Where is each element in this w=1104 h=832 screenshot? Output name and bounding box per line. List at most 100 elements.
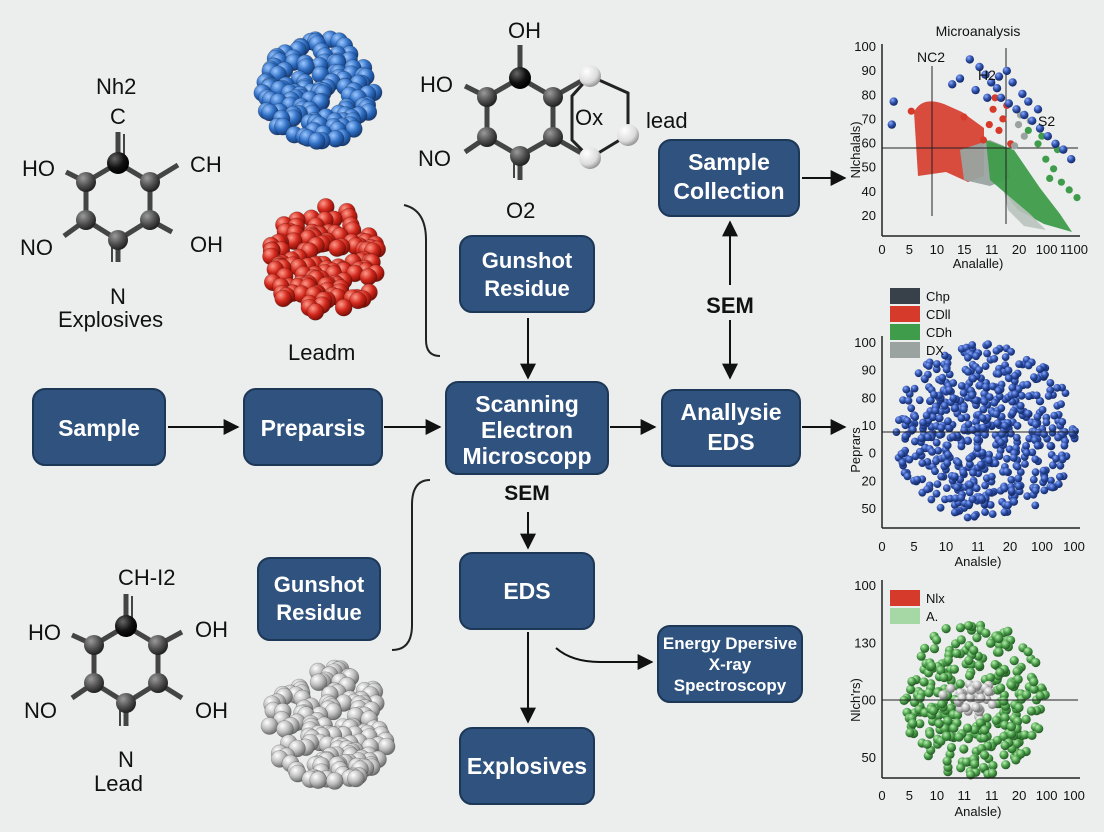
chart3-point xyxy=(1013,674,1023,685)
chart3-point xyxy=(971,702,981,713)
box-preparsis[interactable]: Preparsis xyxy=(243,388,383,466)
chart3-x-tick: 5 xyxy=(906,788,913,803)
chart3-point xyxy=(981,628,991,638)
chart1-area-shade xyxy=(1004,192,1046,230)
box-sample-collection[interactable]: Sample Collection xyxy=(658,139,800,217)
chart3-point xyxy=(943,716,953,726)
chart1-annotation-h2: H2 xyxy=(978,67,996,83)
chart2-point xyxy=(895,416,903,424)
chart3-point xyxy=(952,648,962,659)
chart3-point xyxy=(956,635,966,645)
box-gsr-top-line1: Gunshot xyxy=(482,248,573,273)
chart2-point xyxy=(1007,475,1016,484)
chart1-annotation-nc2: NC2 xyxy=(917,49,945,65)
chart3-point xyxy=(999,696,1009,706)
chart3-x-tick: 11 xyxy=(985,788,999,803)
chart1-point xyxy=(1024,126,1032,134)
chart3-point xyxy=(925,729,935,739)
chart3-y-tick: 100 xyxy=(854,578,876,593)
chart2-point xyxy=(1047,476,1055,485)
chart1-point xyxy=(1014,121,1023,129)
chart3-point xyxy=(1006,680,1017,690)
chart3-point xyxy=(979,762,989,773)
chart3-point xyxy=(906,684,916,695)
chart1-ylabel: Nlchalals) xyxy=(848,121,863,178)
chart2-point xyxy=(897,450,906,458)
chart2-point xyxy=(1008,409,1017,417)
box-explosives[interactable]: Explosives xyxy=(459,727,595,805)
chart3-point xyxy=(975,718,985,728)
chart3-point xyxy=(1029,684,1039,694)
chart3-legend-nlx: Nlx xyxy=(926,591,945,606)
chart3-point xyxy=(963,734,973,744)
chart2-x-tick: 100 xyxy=(1031,539,1053,554)
box-eds[interactable]: EDS xyxy=(459,552,595,630)
mol2-label-ho: HO xyxy=(420,72,453,97)
chart2-point xyxy=(1060,441,1069,450)
chart2-point xyxy=(964,353,972,362)
chart3-point xyxy=(995,667,1005,678)
chart3-point xyxy=(1009,656,1019,666)
mol2-label-ox: Ox xyxy=(575,105,603,130)
chart1-area-green xyxy=(986,140,1072,232)
cluster-sphere xyxy=(359,268,378,286)
chart3-point xyxy=(922,739,932,749)
chart2-point xyxy=(966,480,975,489)
box-sample[interactable]: Sample xyxy=(32,388,166,466)
chart3-point xyxy=(908,718,918,729)
chart2-ylabel: Peprars xyxy=(848,427,863,473)
chart1-point xyxy=(960,113,968,121)
chart1-point xyxy=(971,85,980,95)
chart2-point xyxy=(916,447,924,456)
chart3-point xyxy=(932,635,942,645)
chart1-xlabel: Analalle) xyxy=(953,256,1004,271)
chart1-y-tick: 80 xyxy=(862,87,876,102)
chart2-point xyxy=(960,426,969,435)
chart2-y-tick: 0 xyxy=(869,446,876,461)
chart2-point xyxy=(902,385,911,394)
chart2-point xyxy=(959,468,968,477)
chart1-point xyxy=(1033,105,1043,114)
box-sem[interactable]: Scanning Electron Microscopp xyxy=(445,381,609,475)
mol1-label-oh: OH xyxy=(190,232,223,257)
chart2-point xyxy=(915,396,924,405)
chart3-point xyxy=(1034,724,1044,734)
top-bracket xyxy=(403,204,441,357)
chart2-point xyxy=(1010,497,1019,506)
box-analysis-eds[interactable]: Anallysie EDS xyxy=(661,389,801,467)
chart2-legend-swatch-cdll xyxy=(890,306,920,322)
chart1-point xyxy=(889,97,898,106)
chart2-point xyxy=(949,379,958,387)
chart1-point xyxy=(1046,174,1054,182)
chart2-x-tick: 20 xyxy=(1003,539,1017,554)
chart2-legend-swatch-cdh xyxy=(890,324,920,340)
chart1-point xyxy=(992,84,1002,93)
chart3-point xyxy=(919,677,929,687)
cluster-sphere xyxy=(309,771,328,789)
chart2-point xyxy=(985,488,993,497)
arrow-eds-to-edx xyxy=(555,647,654,670)
chart1-title: Microanalysis xyxy=(936,23,1021,39)
chart3-point xyxy=(920,643,930,653)
chart2-point xyxy=(927,495,936,504)
chart2-legend-swatch-dx xyxy=(890,342,920,358)
chart2-point xyxy=(1024,409,1032,418)
box-gunshot-residue-bottom[interactable]: Gunshot Residue xyxy=(257,557,381,641)
chart2-x-tick: 0 xyxy=(878,539,885,554)
chart2-point xyxy=(994,386,1003,395)
chart2-point xyxy=(936,503,945,512)
chart2-point xyxy=(991,459,1000,468)
chart2-point xyxy=(988,472,996,481)
chart1-point xyxy=(1042,155,1050,163)
chart1-point xyxy=(1035,124,1045,133)
chart3-point xyxy=(1001,760,1011,770)
chart2-point xyxy=(1041,370,1049,379)
box-energy-dispersive-xray[interactable]: Energy Dpersive X-ray Spectroscopy xyxy=(657,625,803,703)
mol1-caption: Explosives xyxy=(58,307,163,332)
box-gunshot-residue-top[interactable]: Gunshot Residue xyxy=(459,235,595,313)
chart2-point xyxy=(970,512,979,521)
mol2-label-oh: OH xyxy=(508,18,541,43)
mol3-caption: Lead xyxy=(94,771,143,796)
chart2-point xyxy=(937,472,946,481)
chart2-point xyxy=(981,362,990,370)
